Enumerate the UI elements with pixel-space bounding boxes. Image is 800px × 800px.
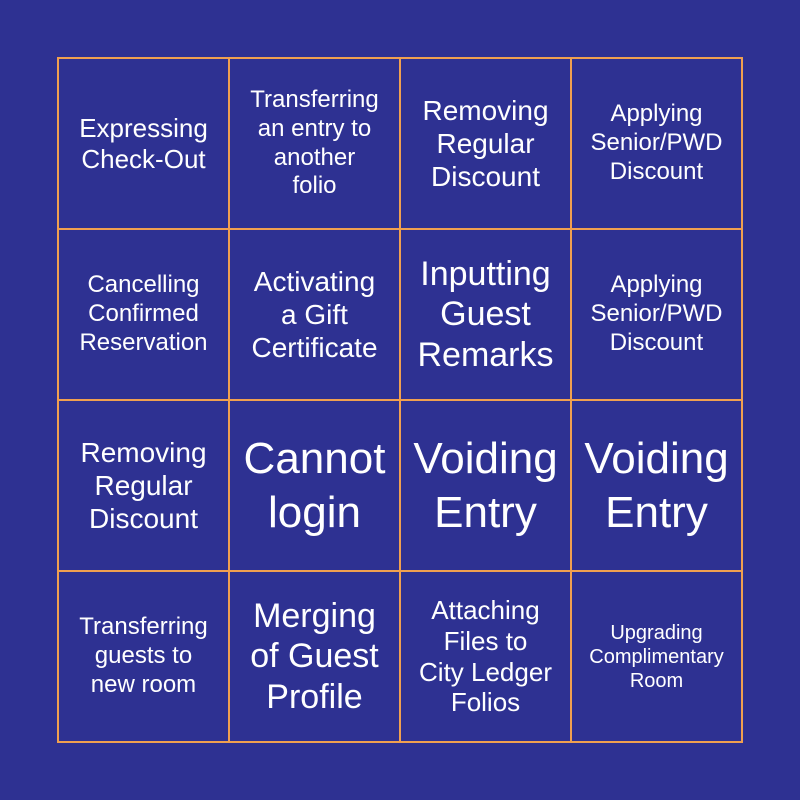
cell-text: Expressing Check-Out: [79, 112, 208, 174]
bingo-cell[interactable]: Merging of Guest Profile: [229, 571, 400, 742]
cell-text: Voiding Entry: [584, 433, 729, 537]
cell-text: Cancelling Confirmed Reservation: [79, 271, 208, 356]
cell-text: Upgrading Complimentary Room: [589, 621, 724, 692]
bingo-cell[interactable]: Attaching Files to City Ledger Folios: [400, 571, 571, 742]
bingo-cell[interactable]: Transferring guests to new room: [58, 571, 229, 742]
bingo-cell[interactable]: Activating a Gift Certificate: [229, 229, 400, 400]
cell-text: Transferring guests to new room: [79, 613, 208, 698]
bingo-cell[interactable]: Removing Regular Discount: [58, 400, 229, 571]
bingo-cell[interactable]: Removing Regular Discount: [400, 58, 571, 229]
cell-text: Voiding Entry: [413, 433, 558, 537]
cell-text: Cannot login: [243, 433, 386, 537]
bingo-cell[interactable]: Voiding Entry: [400, 400, 571, 571]
bingo-cell[interactable]: Voiding Entry: [571, 400, 742, 571]
cell-text: Merging of Guest Profile: [250, 597, 379, 716]
cell-text: Inputting Guest Remarks: [417, 255, 554, 374]
bingo-cell[interactable]: Cannot login: [229, 400, 400, 571]
bingo-cell[interactable]: Inputting Guest Remarks: [400, 229, 571, 400]
cell-text: Attaching Files to City Ledger Folios: [419, 595, 552, 718]
bingo-cell[interactable]: Transferring an entry to another folio: [229, 58, 400, 229]
bingo-cell[interactable]: Applying Senior/PWD Discount: [571, 58, 742, 229]
bingo-cell[interactable]: Upgrading Complimentary Room: [571, 571, 742, 742]
cell-text: Applying Senior/PWD Discount: [590, 100, 723, 185]
cell-text: Activating a Gift Certificate: [251, 265, 378, 364]
bingo-cell[interactable]: Cancelling Confirmed Reservation: [58, 229, 229, 400]
cell-text: Removing Regular Discount: [422, 94, 549, 193]
cell-text: Transferring an entry to another folio: [250, 85, 379, 200]
cell-text: Removing Regular Discount: [80, 436, 207, 535]
cell-text: Applying Senior/PWD Discount: [590, 271, 723, 356]
bingo-board: Expressing Check-Out Transferring an ent…: [57, 57, 743, 743]
bingo-cell[interactable]: Applying Senior/PWD Discount: [571, 229, 742, 400]
bingo-cell[interactable]: Expressing Check-Out: [58, 58, 229, 229]
